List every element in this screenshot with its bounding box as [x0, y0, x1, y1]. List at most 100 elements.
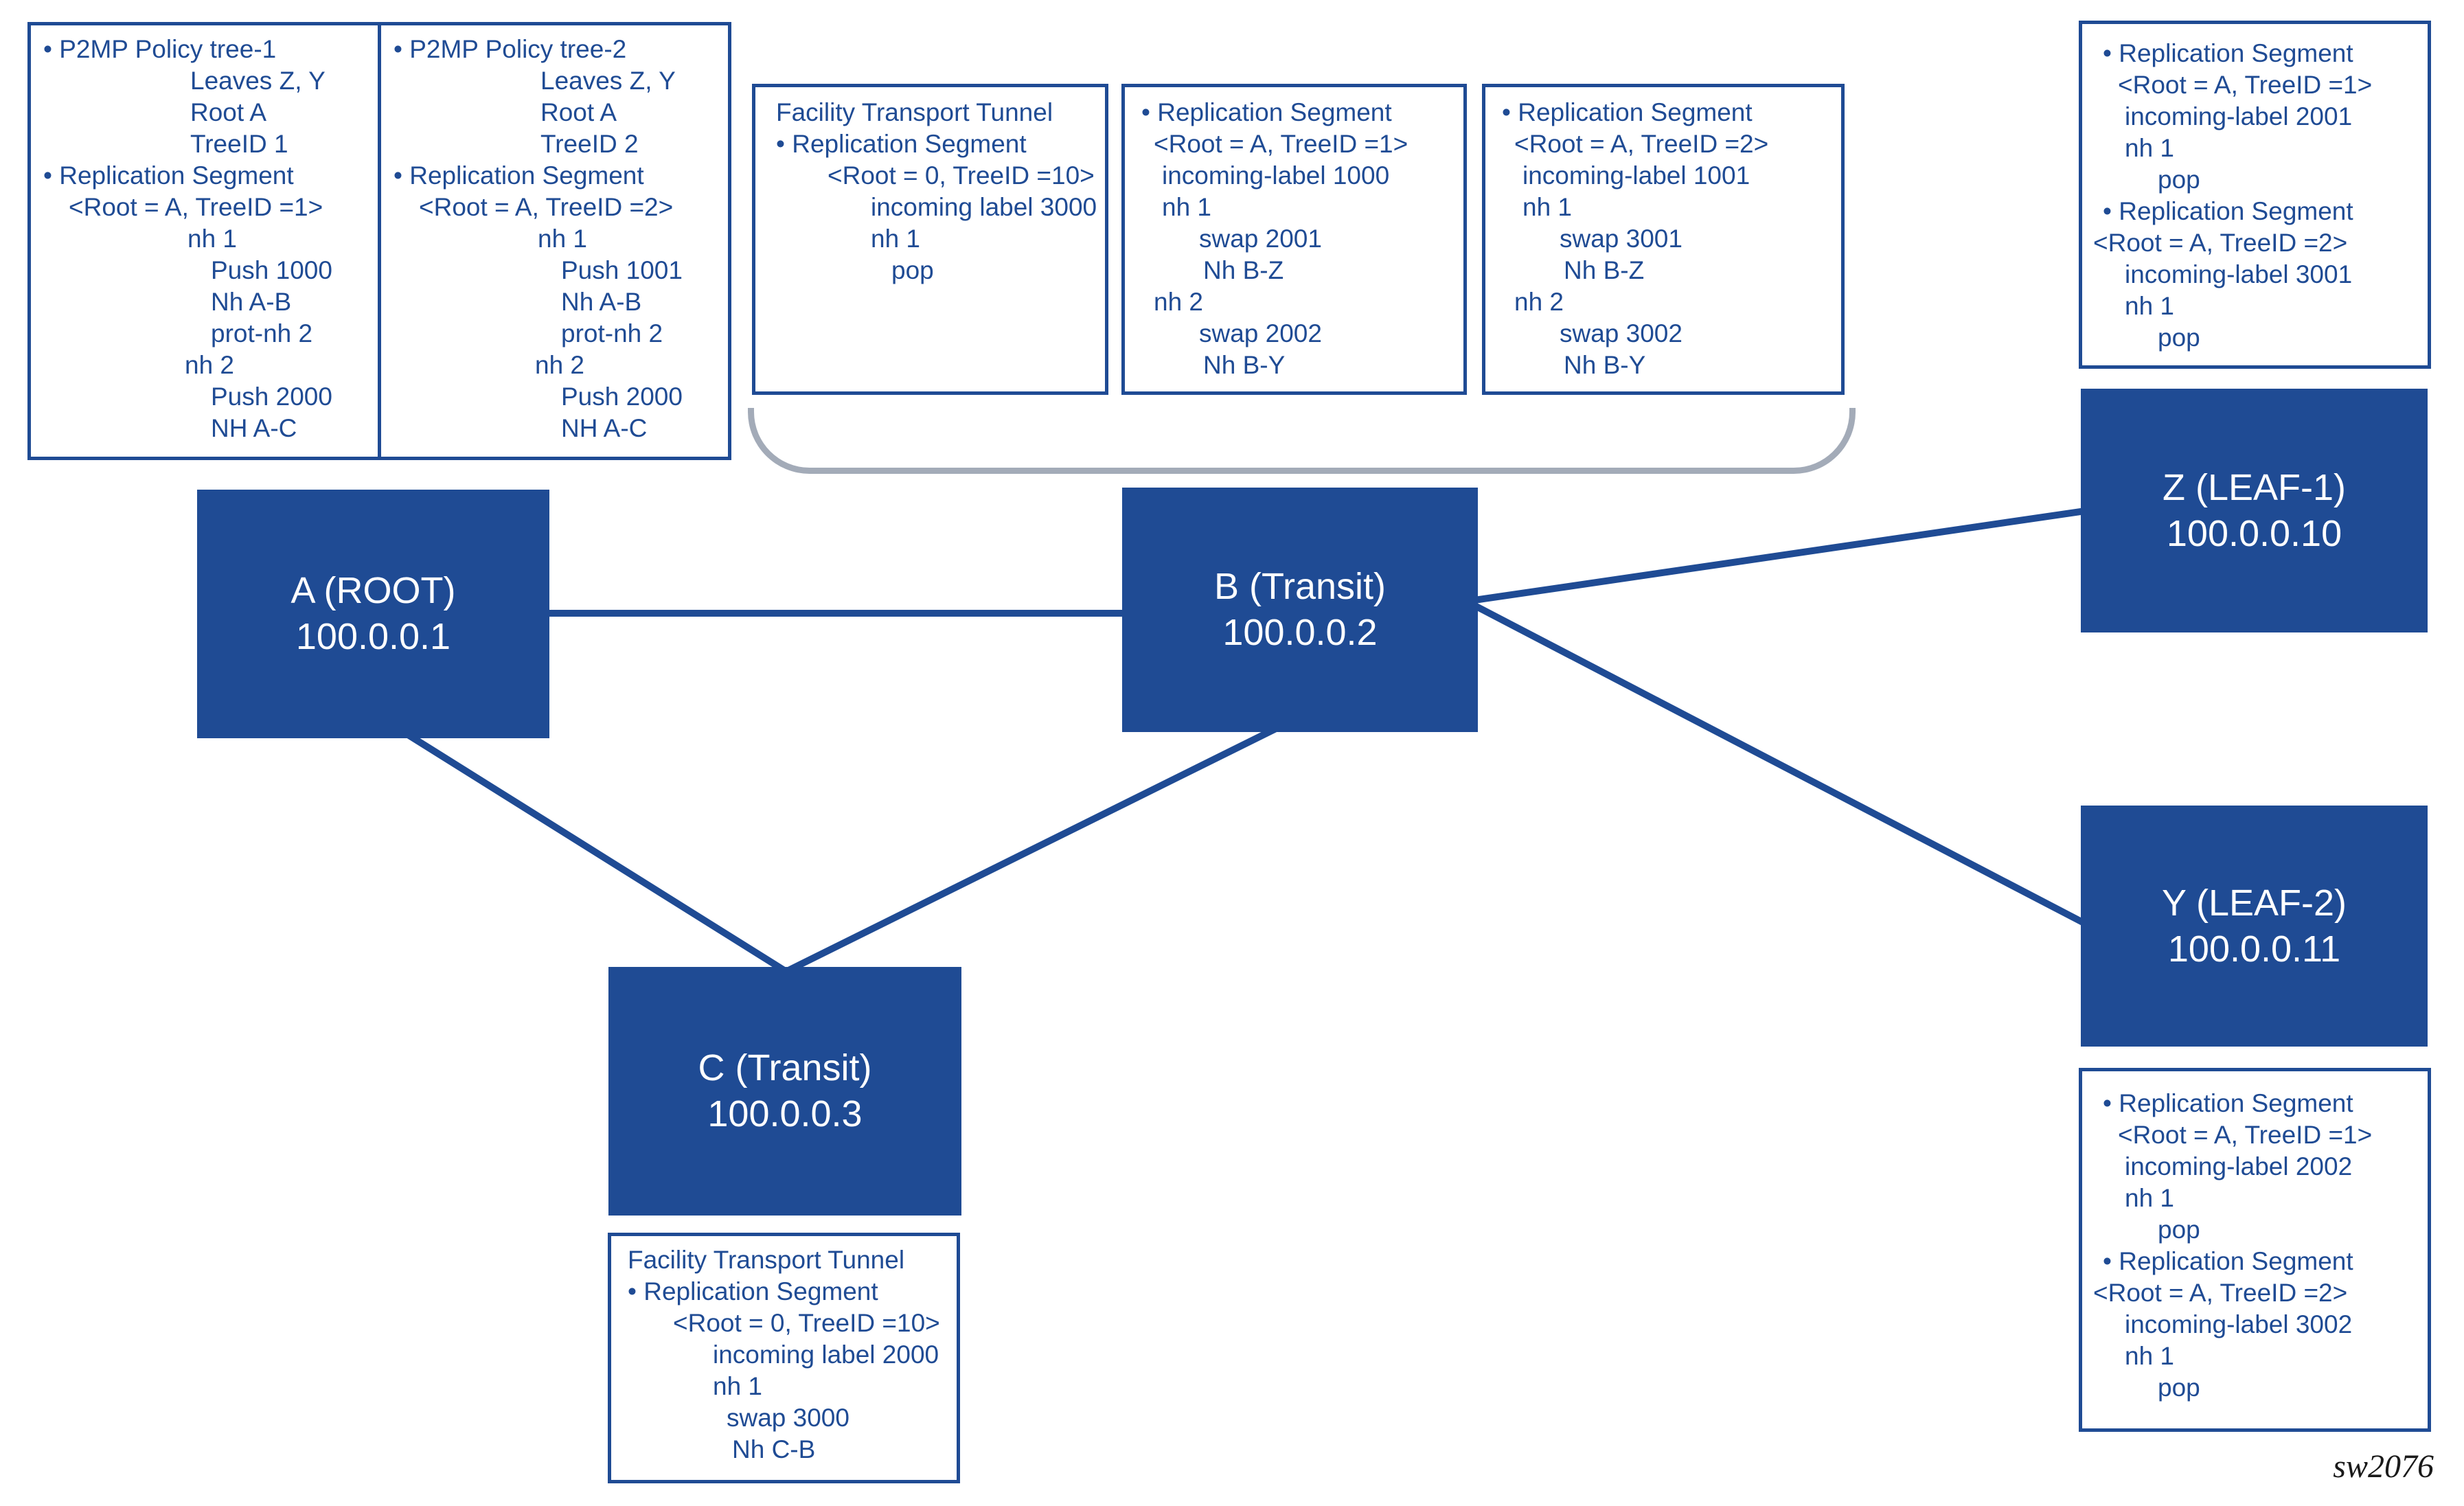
node-a-root: A (ROOT) 100.0.0.1: [197, 490, 549, 738]
edge-c-b: [779, 722, 1285, 977]
config-line: TreeID 2: [540, 130, 639, 158]
config-line: Push 1000: [211, 256, 332, 284]
config-line: TreeID 1: [190, 130, 288, 158]
config-line: Nh B-Z: [1203, 256, 1284, 284]
node-z-leaf-1: Z (LEAF-1) 100.0.0.10: [2081, 389, 2428, 632]
config-line: nh 1: [2125, 1342, 2175, 1370]
config-line: Nh B-Z: [1564, 256, 1645, 284]
config-line: Push 2000: [211, 383, 332, 411]
config-line: • Replication Segment: [628, 1277, 878, 1305]
config-line: incoming-label 1000: [1162, 161, 1390, 190]
config-line: Push 2000: [561, 383, 683, 411]
config-line: <Root = A, TreeID =2>: [1514, 130, 1769, 158]
config-line: Nh B-Y: [1564, 351, 1646, 379]
node-ip: 100.0.0.10: [2166, 512, 2342, 554]
config-line: swap 2001: [1199, 225, 1322, 253]
node-ip: 100.0.0.3: [707, 1093, 863, 1134]
figure-id-watermark: sw2076: [2333, 1448, 2434, 1485]
config-line: incoming-label 2001: [2125, 102, 2353, 130]
config-line: Facility Transport Tunnel: [628, 1246, 905, 1274]
brace-under-b-boxes: [748, 408, 1856, 474]
node-name: C (Transit): [698, 1047, 872, 1088]
config-line: nh 1: [2125, 292, 2175, 320]
config-line: incoming-label 1001: [1522, 161, 1750, 190]
node-name: B (Transit): [1213, 566, 1386, 607]
config-line: incoming-label 3002: [2125, 1310, 2353, 1338]
config-line: incoming label 3000: [871, 193, 1097, 221]
config-line: <Root = A, TreeID =1>: [69, 193, 323, 221]
config-line: • Replication Segment: [43, 161, 294, 190]
config-line: swap 3000: [727, 1404, 849, 1432]
config-line: nh 1: [538, 225, 588, 253]
config-line: nh 1: [2125, 1184, 2175, 1212]
config-line: • Replication Segment: [776, 130, 1027, 158]
config-line: • Replication Segment: [1502, 98, 1753, 126]
config-line: • Replication Segment: [2103, 197, 2353, 225]
config-line: nh 2: [535, 351, 585, 379]
node-c-transit: C (Transit) 100.0.0.3: [608, 967, 961, 1216]
config-line: Nh C-B: [732, 1435, 816, 1463]
config-line: pop: [891, 256, 934, 284]
config-line: NH A-C: [561, 414, 648, 442]
config-line: • Replication Segment: [2103, 39, 2353, 67]
replication-segment-z-box: • Replication Segment <Root = A, TreeID =…: [2079, 21, 2431, 369]
config-line: pop: [2158, 166, 2200, 194]
config-line: nh 1: [2125, 134, 2175, 162]
config-line: • P2MP Policy tree-1: [43, 35, 277, 63]
config-line: • Replication Segment: [1141, 98, 1392, 126]
config-line: incoming-label 2002: [2125, 1152, 2353, 1180]
node-b-transit: B (Transit) 100.0.0.2: [1122, 488, 1478, 732]
config-line: prot-nh 2: [561, 319, 663, 347]
replication-segment-y-box: • Replication Segment <Root = A, TreeID =…: [2079, 1068, 2431, 1432]
node-ip: 100.0.0.1: [295, 616, 451, 657]
config-line: pop: [2158, 323, 2200, 352]
config-line: nh 1: [871, 225, 921, 253]
node-name: A (ROOT): [290, 570, 456, 611]
edge-a-c: [393, 723, 792, 977]
config-line: Root A: [190, 98, 267, 126]
facility-transport-tunnel-b-box: Facility Transport Tunnel• Replication S…: [752, 84, 1108, 395]
config-line: Nh B-Y: [1203, 351, 1286, 379]
config-line: Leaves Z, Y: [540, 67, 676, 95]
config-line: <Root = A, TreeID =1>: [2118, 71, 2373, 99]
facility-transport-tunnel-c-box: Facility Transport Tunnel • Replication S…: [608, 1233, 960, 1483]
config-line: Root A: [540, 98, 617, 126]
config-line: nh 1: [1162, 193, 1212, 221]
config-line: <Root = A, TreeID =1>: [1154, 130, 1408, 158]
edge-b-y: [1468, 600, 2097, 932]
config-line: • Replication Segment: [393, 161, 644, 190]
config-line: <Root = A, TreeID =1>: [2118, 1121, 2373, 1149]
config-line: incoming label 2000: [713, 1340, 939, 1369]
config-line: nh 1: [187, 225, 238, 253]
config-line: <Root = A, TreeID =2>: [419, 193, 674, 221]
config-line: Nh A-B: [561, 288, 642, 316]
config-line: Push 1001: [561, 256, 683, 284]
divider: [378, 25, 381, 457]
config-line: nh 2: [185, 351, 235, 379]
config-line: <Root = A, TreeID =2>: [2093, 229, 2348, 257]
node-name: Y (LEAF-2): [2161, 882, 2347, 924]
config-line: NH A-C: [211, 414, 297, 442]
config-line: nh 2: [1514, 288, 1564, 316]
config-line: swap 3001: [1560, 225, 1682, 253]
node-ip: 100.0.0.11: [2167, 928, 2341, 970]
config-line: • P2MP Policy tree-2: [393, 35, 627, 63]
config-line: Leaves Z, Y: [190, 67, 326, 95]
config-line: nh 2: [1154, 288, 1204, 316]
node-name: Z (LEAF-1): [2162, 466, 2347, 508]
config-line: nh 1: [1522, 193, 1573, 221]
config-line: pop: [2158, 1216, 2200, 1244]
config-line: • Replication Segment: [2103, 1089, 2353, 1117]
replication-segment-b-tree2-box: • Replication Segment <Root = A, TreeID =…: [1482, 84, 1845, 395]
config-line: <Root = 0, TreeID =10>: [828, 161, 1095, 190]
node-y-leaf-2: Y (LEAF-2) 100.0.0.11: [2081, 806, 2428, 1047]
config-line: swap 3002: [1560, 319, 1682, 347]
config-line: incoming-label 3001: [2125, 260, 2353, 288]
node-ip: 100.0.0.2: [1222, 612, 1378, 653]
config-line: swap 2002: [1199, 319, 1322, 347]
